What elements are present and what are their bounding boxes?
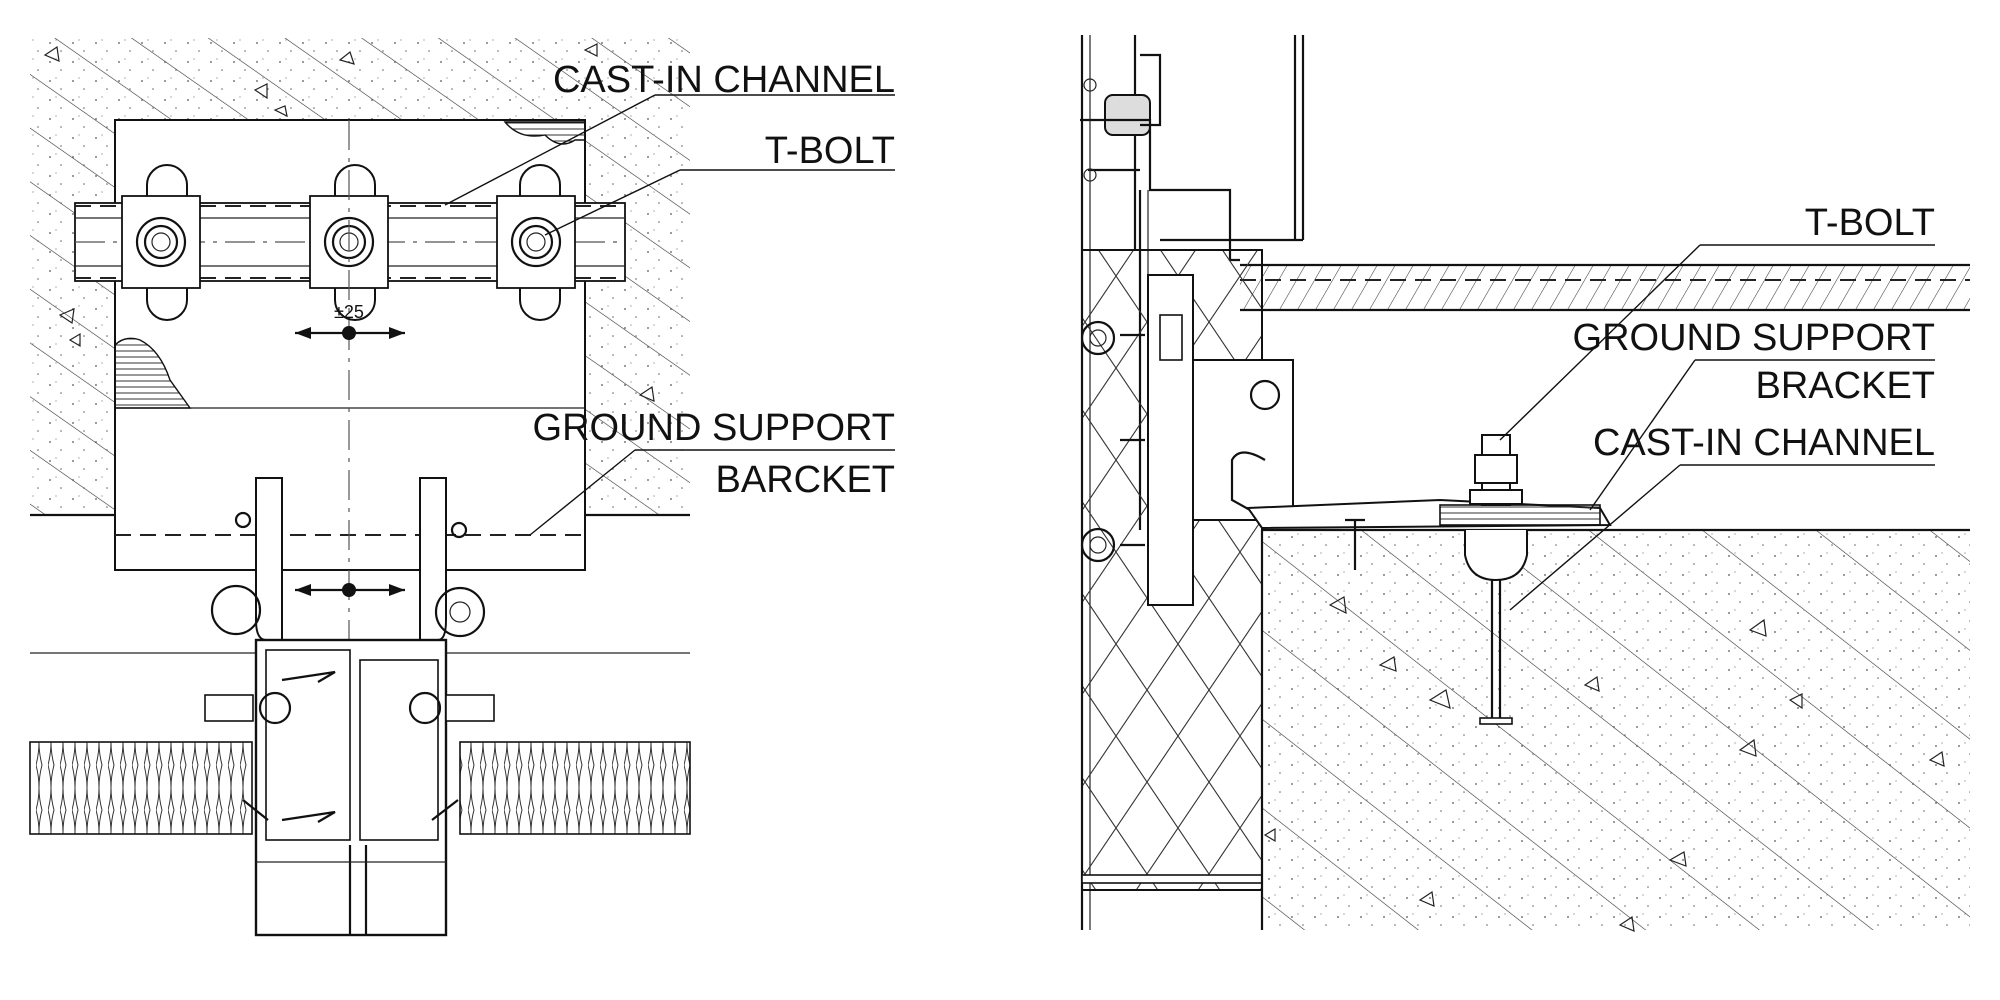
right-t-bolt-assembly bbox=[1345, 434, 1528, 725]
right-ground-support-label-line2: BRACKET bbox=[1756, 365, 1935, 407]
right-screed-band bbox=[1240, 263, 1970, 312]
right-cast-in-channel-label: CAST-IN CHANNEL bbox=[1593, 422, 1935, 464]
left-leaders bbox=[444, 94, 895, 536]
left-adjustment-arrows: ±25 bbox=[295, 302, 405, 597]
left-cast-in-channel-label: CAST-IN CHANNEL bbox=[553, 59, 895, 101]
right-concrete-slab bbox=[1260, 528, 1970, 932]
right-detail: T-BOLT GROUND SUPPORT BRACKET CAST-IN CH… bbox=[1080, 35, 1970, 932]
right-glazing-head bbox=[1080, 35, 1305, 262]
tolerance-label: ±25 bbox=[334, 302, 364, 322]
left-bracket-legs bbox=[210, 477, 486, 641]
left-t-bolt-label: T-BOLT bbox=[765, 130, 895, 172]
right-mullion-face bbox=[1080, 274, 1294, 606]
right-ground-support-label-line1: GROUND SUPPORT bbox=[1573, 317, 1935, 359]
right-ground-support-bracket bbox=[1246, 498, 1612, 530]
left-ground-support-label-line2: BARCKET bbox=[716, 459, 895, 501]
right-leaders bbox=[1499, 244, 1935, 611]
right-t-bolt-label: T-BOLT bbox=[1805, 202, 1935, 244]
left-mullion bbox=[204, 638, 495, 937]
left-detail: ±25 bbox=[29, 38, 895, 937]
left-insulation-panels bbox=[29, 741, 691, 835]
left-ground-support-label-line1: GROUND SUPPORT bbox=[533, 407, 895, 449]
